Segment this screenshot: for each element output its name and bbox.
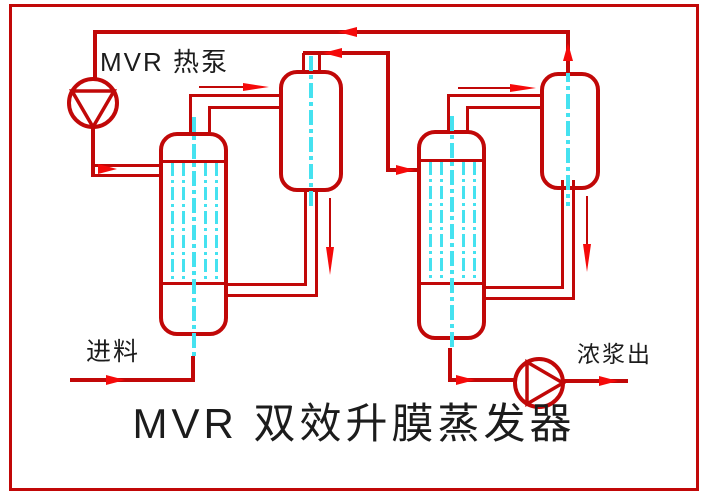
pipe-header-drop-to-mvr-pump <box>93 30 97 79</box>
flow-arrow-evaporator-2-outlet <box>456 375 475 385</box>
evaporator-2-neck-wall <box>466 106 469 131</box>
evaporator-1-tube <box>171 163 174 281</box>
evaporator-1-neck-wall <box>189 94 192 132</box>
evaporator-1-steam-inlet-wall <box>91 174 160 177</box>
evaporator-1-neck-wall <box>208 106 211 132</box>
evaporator-1-tube <box>215 163 218 281</box>
concentrate-out-label: 浓浆出 <box>577 341 652 367</box>
evaporator-2-tube <box>473 162 476 281</box>
separator-1-return-duct-wall <box>228 294 318 297</box>
flow-arrow-separator-1-top <box>323 48 342 58</box>
evaporator-2-tube <box>462 162 465 281</box>
discharge-pump-icon <box>512 356 566 410</box>
pipe-concentrate-out <box>563 379 628 383</box>
mvr-pump-icon <box>65 75 121 131</box>
pipe-evaporator-2-bottom-outlet <box>448 348 452 382</box>
separator-1-liquid-drop-wall <box>304 190 307 284</box>
evaporator-2-tube <box>440 162 443 281</box>
evaporator-2-neck-wall <box>447 94 450 131</box>
flow-arrow-evaporator-1-steam-in <box>98 164 117 174</box>
heat-pump-label: MVR 热泵 <box>100 47 230 77</box>
separator-1-riser-wall <box>302 53 305 71</box>
pipe-top-header <box>93 30 570 34</box>
flow-arrow-separator-1-down <box>326 247 334 275</box>
evaporator-1-overhead-duct-wall <box>208 106 282 109</box>
flow-arrow-overhead-2 <box>510 84 536 92</box>
flow-arrow-separator-2-down <box>583 244 591 272</box>
evaporator-2-overhead-duct-wall <box>447 94 543 97</box>
flow-annotation-line <box>329 198 331 250</box>
flow-arrow-concentrate-out <box>599 376 618 386</box>
pipe-vapor-to-evaporator-2-drop <box>386 51 390 172</box>
flow-annotation-line <box>458 87 513 89</box>
evaporator-2-tube <box>429 162 432 281</box>
evaporator-1-overhead-duct-wall <box>189 94 282 97</box>
flow-arrow-evaporator-2-steam-in <box>396 165 415 175</box>
separator-1-riser-wall <box>318 53 321 71</box>
flow-arrow-overhead-1 <box>243 83 269 91</box>
flow-annotation-line <box>586 196 588 247</box>
pipe-to-discharge-pump <box>448 378 515 382</box>
separator-2-centerline <box>566 40 570 206</box>
pipe-feed-line <box>70 378 195 382</box>
diagram-title: MVR 双效升膜蒸发器 <box>132 400 576 447</box>
separator-1-return-duct-wall <box>228 283 307 286</box>
separator-2-return-duct-wall <box>486 286 564 289</box>
pipe-feed-riser <box>191 356 195 382</box>
separator-1-liquid-drop-wall <box>315 190 318 297</box>
evaporator-2-centerline <box>450 116 454 349</box>
evaporator-1-tube <box>204 163 207 281</box>
flow-arrow-feed <box>106 375 125 385</box>
drawing-border <box>9 4 699 491</box>
separator-2-liquid-drop-wall <box>561 180 564 287</box>
flow-annotation-line <box>199 86 246 88</box>
separator-2-shell <box>540 72 600 190</box>
evaporator-2-overhead-duct-wall <box>466 106 543 109</box>
feed-in-label: 进料 <box>86 338 141 366</box>
separator-1-centerline <box>309 56 313 206</box>
pipe-mvr-pump-discharge <box>91 127 95 177</box>
separator-2-return-duct-wall <box>486 297 575 300</box>
pipe-separator-1-top-outlet <box>303 51 390 55</box>
separator-2-liquid-drop-wall <box>572 180 575 299</box>
evaporator-1-tube <box>182 163 185 281</box>
flow-arrow-separator-2-riser-up <box>563 43 573 61</box>
flow-arrow-header-left <box>338 27 357 37</box>
evaporator-1-steam-inlet-wall <box>91 164 160 167</box>
evaporator-1-centerline <box>192 117 196 357</box>
